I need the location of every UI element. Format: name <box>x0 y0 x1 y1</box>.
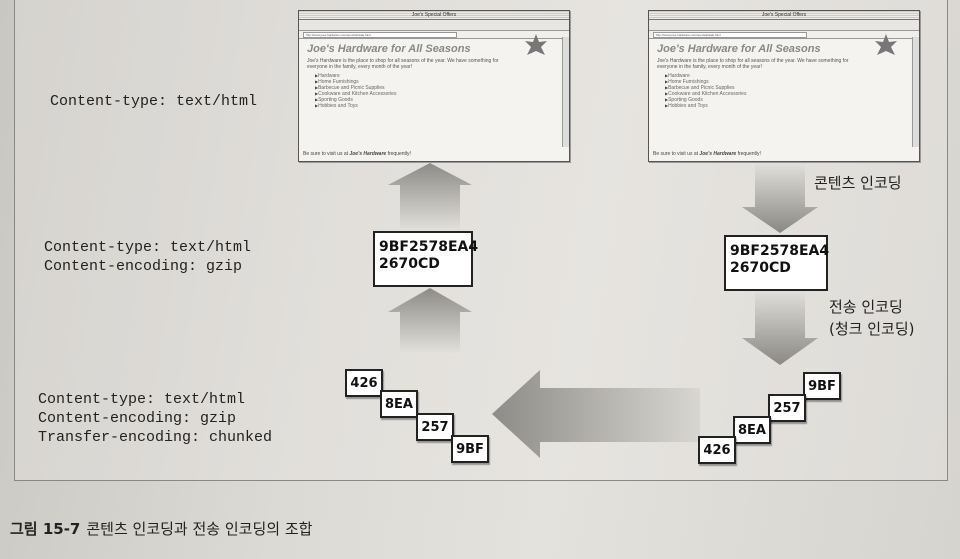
figure-caption: 그림 15-7 콘텐츠 인코딩과 전송 인코딩의 조합 <box>10 518 312 539</box>
chunk-left-3: 257 <box>416 413 454 441</box>
label-content-type-middle: Content-type: text/html <box>44 239 252 256</box>
list-item: Cookware and Kitchen Accessories <box>315 91 561 97</box>
label-content-type-bottom: Content-type: text/html <box>38 391 246 408</box>
chunk-right-3: 257 <box>768 394 806 422</box>
arrow-up-bottom <box>388 288 472 355</box>
page-heading: Joe's Hardware for All Seasons <box>657 43 821 55</box>
browser-window-decoded: Joe's Special Offers http://www.joes-har… <box>298 10 570 162</box>
label-chunked-encoding-kr: (청크 인코딩) <box>829 320 915 338</box>
browser-scrollbar <box>912 37 919 147</box>
arrow-down-bottom <box>742 290 818 365</box>
list-item: Hardware <box>665 73 911 79</box>
label-transfer-encoding-bottom: Transfer-encoding: chunked <box>38 429 273 446</box>
chunk-right-4: 9BF <box>803 372 841 400</box>
label-content-encoding-kr: 콘텐츠 인코딩 <box>814 174 902 192</box>
page-intro: Joe's Hardware is the place to shop for … <box>307 58 499 70</box>
list-item: Cookware and Kitchen Accessories <box>665 91 911 97</box>
page-item-list: Hardware Home Furnishings Barbecue and P… <box>665 73 911 109</box>
label-content-encoding-middle: Content-encoding: gzip <box>44 258 243 275</box>
label-content-encoding-bottom: Content-encoding: gzip <box>38 410 237 427</box>
leaf-icon <box>525 34 547 55</box>
list-item: Hobbies and Toys <box>315 103 561 109</box>
gzip-encoded-block-right: 9BF2578EA4 2670CD <box>724 235 829 291</box>
label-transfer-encoding-kr: 전송 인코딩 <box>829 298 903 316</box>
browser-title-bar: Joe's Special Offers <box>649 11 919 20</box>
list-item: Barbecue and Picnic Supplies <box>315 85 561 91</box>
list-item: Home Furnishings <box>665 79 911 85</box>
list-item: Sporting Goods <box>665 97 911 103</box>
browser-toolbar <box>299 20 569 31</box>
browser-url: http://www.joes-hardware.com/specials/sa… <box>303 31 457 38</box>
browser-title-bar: Joe's Special Offers <box>299 11 569 20</box>
list-item: Barbecue and Picnic Supplies <box>665 85 911 91</box>
browser-scrollbar <box>562 37 569 147</box>
browser-page: Joe's Hardware for All Seasons Joe's Har… <box>649 39 919 113</box>
browser-url: http://www.joes-hardware.com/specials/sa… <box>653 31 807 38</box>
page-footer: Be sure to visit us at Joe's Hardware fr… <box>653 151 761 157</box>
chunk-right-1: 426 <box>698 436 736 464</box>
page-item-list: Hardware Home Furnishings Barbecue and P… <box>315 73 561 109</box>
browser-toolbar <box>649 20 919 31</box>
arrow-left <box>492 370 700 458</box>
page-heading: Joe's Hardware for All Seasons <box>307 43 471 55</box>
list-item: Sporting Goods <box>315 97 561 103</box>
page-intro: Joe's Hardware is the place to shop for … <box>657 58 849 70</box>
page-footer: Be sure to visit us at Joe's Hardware fr… <box>303 151 411 157</box>
arrow-down-top <box>742 163 818 233</box>
chunk-right-2: 8EA <box>733 416 771 444</box>
chunk-left-4: 9BF <box>451 435 489 463</box>
browser-url-bar: http://www.joes-hardware.com/specials/sa… <box>649 31 919 39</box>
leaf-icon <box>875 34 897 55</box>
gzip-encoded-block-center: 9BF2578EA4 2670CD <box>373 231 478 287</box>
list-item: Home Furnishings <box>315 79 561 85</box>
figure-caption-text: 콘텐츠 인코딩과 전송 인코딩의 조합 <box>86 520 313 538</box>
chunk-left-1: 426 <box>345 369 383 397</box>
browser-url-bar: http://www.joes-hardware.com/specials/sa… <box>299 31 569 39</box>
chunk-left-2: 8EA <box>380 390 418 418</box>
browser-page: Joe's Hardware for All Seasons Joe's Har… <box>299 39 569 113</box>
label-content-type-top: Content-type: text/html <box>50 93 258 110</box>
list-item: Hobbies and Toys <box>665 103 911 109</box>
list-item: Hardware <box>315 73 561 79</box>
arrow-up-top <box>388 163 472 233</box>
browser-window-original: Joe's Special Offers http://www.joes-har… <box>648 10 920 162</box>
figure-number: 그림 15-7 <box>10 520 81 538</box>
